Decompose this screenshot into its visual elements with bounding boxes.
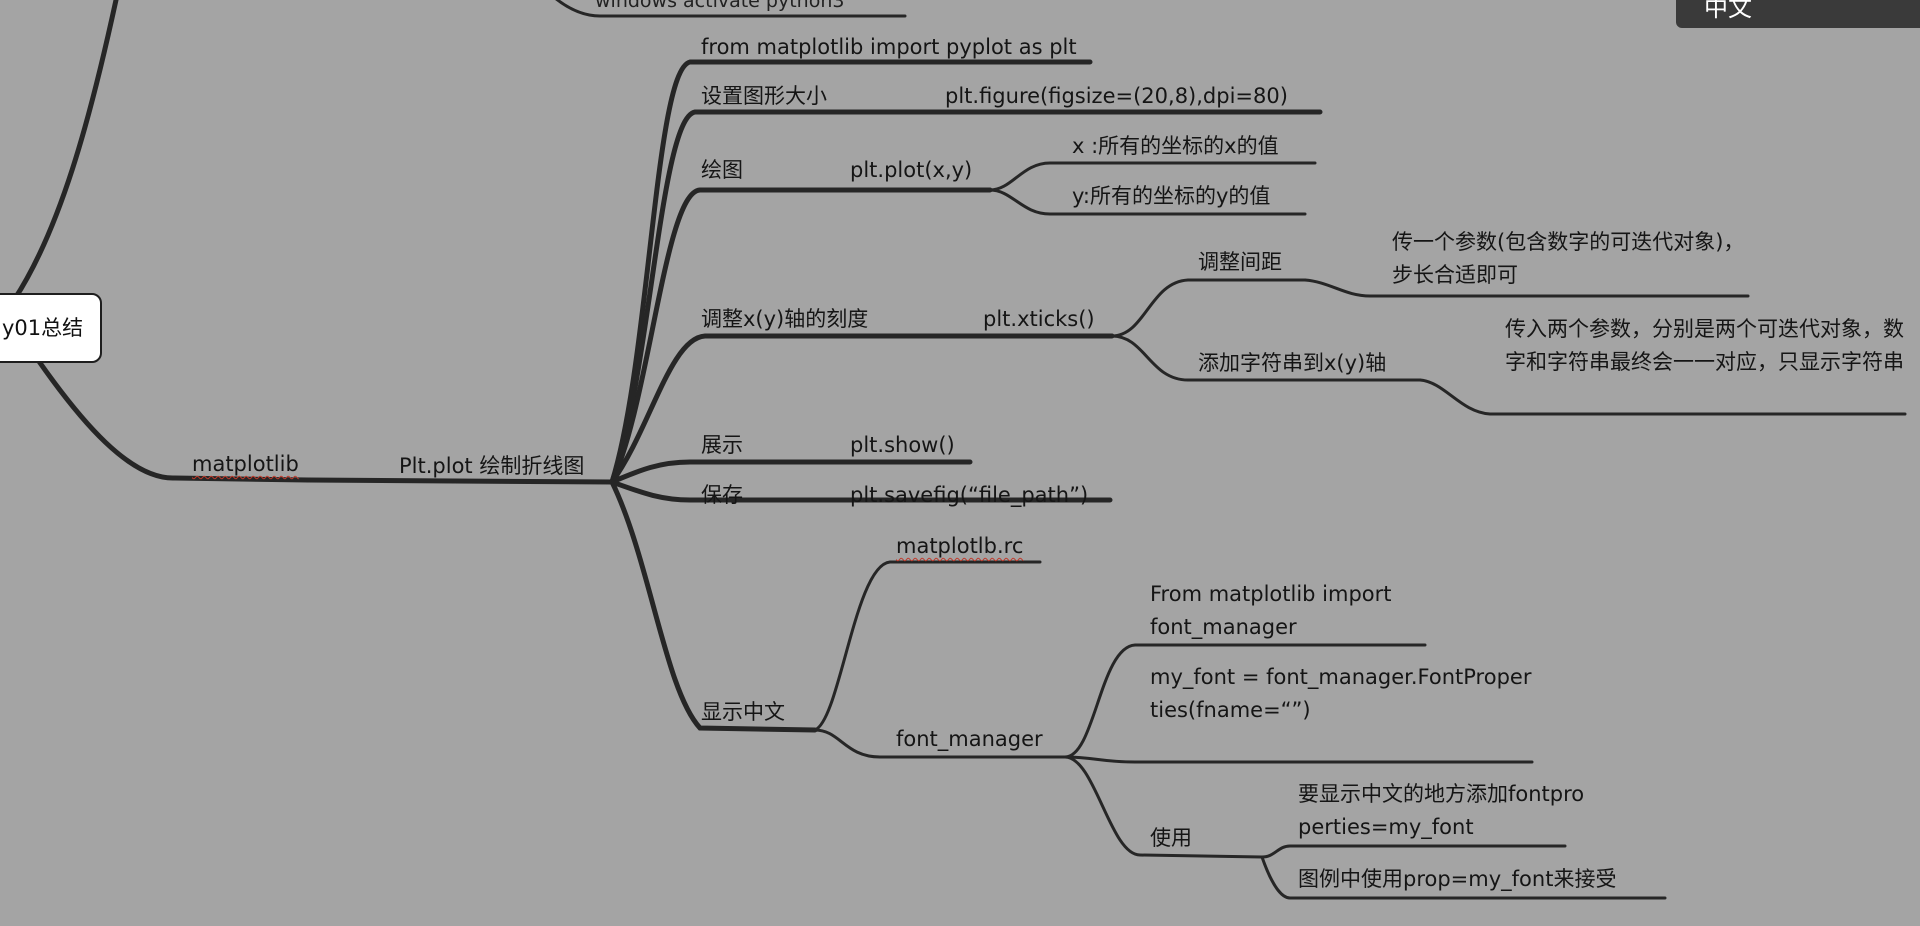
root-node[interactable]: y01总结 (0, 293, 102, 363)
node-figure-size[interactable]: 设置图形大小 (701, 84, 827, 108)
node-spacing[interactable]: 调整间距 (1198, 250, 1282, 274)
node-use-desc[interactable]: 要显示中文的地方添加fontproperties=my_font (1298, 782, 1585, 839)
node-ticks[interactable]: 调整x(y)轴的刻度 (701, 307, 869, 331)
node-ticks-code[interactable]: plt.xticks() (983, 307, 1095, 331)
node-add-strings[interactable]: 添加字符串到x(y)轴 (1198, 351, 1387, 375)
node-figure-code[interactable]: plt.figure(figsize=(20,8),dpi=80) (945, 84, 1288, 108)
node-rc-text: matplotlb.rc (896, 534, 1024, 558)
node-show-code[interactable]: plt.show() (850, 433, 955, 457)
node-save[interactable]: 保存 (701, 483, 743, 507)
node-plot-topic[interactable]: Plt.plot 绘制折线图 (399, 454, 585, 478)
node-matplotlib-text: matplotlib (192, 452, 299, 476)
node-y-note[interactable]: y:所有的坐标的y的值 (1072, 184, 1271, 208)
node-my-font[interactable]: my_font = font_manager.FontProperties(fn… (1150, 665, 1532, 722)
node-import-font-manager[interactable]: From matplotlib import font_manager (1150, 582, 1392, 639)
ime-indicator-badge[interactable]: 中文 (1676, 0, 1920, 28)
node-use[interactable]: 使用 (1150, 826, 1192, 850)
node-draw[interactable]: 绘图 (701, 158, 743, 182)
node-chinese[interactable]: 显示中文 (701, 700, 785, 724)
node-matplotlib[interactable]: matplotlib (192, 450, 299, 478)
node-x-note[interactable]: x :所有的坐标的x的值 (1072, 134, 1279, 158)
node-legend-desc[interactable]: 图例中使用prop=my_font来接受 (1298, 867, 1617, 891)
node-strings-desc[interactable]: 传入两个参数，分别是两个可迭代对象，数字和字符串最终会一一对应，只显示字符串 (1505, 317, 1904, 374)
node-save-code[interactable]: plt.savefig(“file_path”) (850, 483, 1089, 507)
node-rc[interactable]: matplotlb.rc (896, 532, 1023, 560)
node-draw-code[interactable]: plt.plot(x,y) (850, 158, 973, 182)
node-font-manager[interactable]: font_manager (896, 727, 1043, 751)
node-import-line[interactable]: from matplotlib import pyplot as plt (701, 35, 1077, 59)
node-show[interactable]: 展示 (701, 433, 743, 457)
offscreen-branch-label: windows activate python3 (595, 0, 845, 12)
node-spacing-desc[interactable]: 传一个参数(包含数字的可迭代对象)，步长合适即可 (1392, 230, 1745, 287)
